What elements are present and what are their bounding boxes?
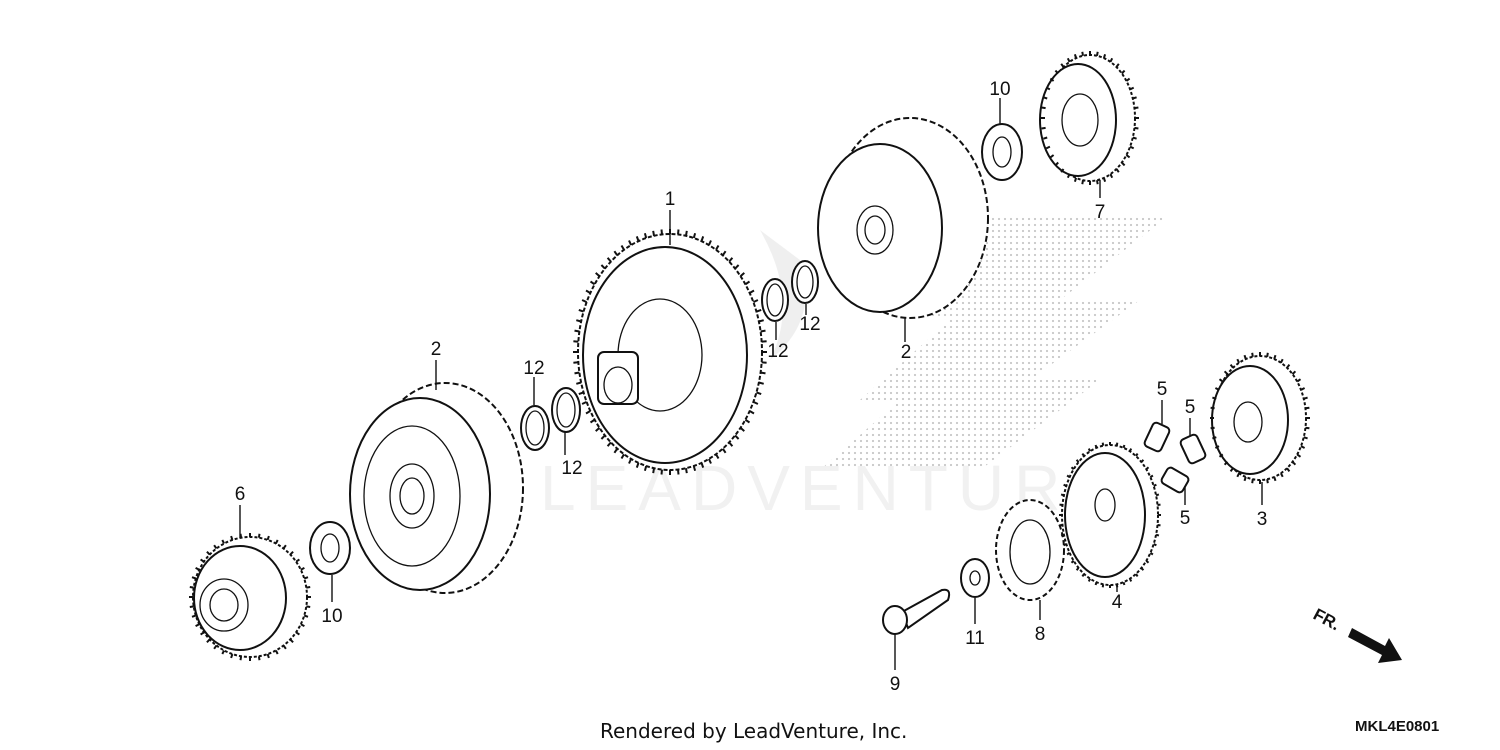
callout-8[interactable]: 8 <box>1035 624 1046 645</box>
leader-lines <box>239 98 1263 670</box>
watermark: LEADVENTURE <box>540 215 1170 524</box>
callout-6[interactable]: 6 <box>235 484 246 505</box>
part-2-clutch-drum-left[interactable] <box>349 382 524 594</box>
part-10-washer-right[interactable] <box>981 123 1023 181</box>
part-4-gear-plate[interactable] <box>1061 444 1159 586</box>
credit-text: Rendered by LeadVenture, Inc. <box>600 719 907 743</box>
callout-5-c[interactable]: 5 <box>1180 508 1191 529</box>
part-10-washer-left[interactable] <box>309 521 351 575</box>
front-arrow-icon <box>1348 628 1402 663</box>
callout-3[interactable]: 3 <box>1257 509 1268 530</box>
part-12-ring-3[interactable] <box>761 278 789 322</box>
front-direction-marker: FR. <box>1310 605 1402 663</box>
callout-1[interactable]: 1 <box>665 189 676 210</box>
callout-labels: 1 2 2 3 4 5 5 5 6 7 8 9 10 10 11 12 12 1… <box>235 79 1268 695</box>
part-7-gear[interactable] <box>1039 54 1136 182</box>
callout-12-c[interactable]: 12 <box>767 341 788 362</box>
part-12-ring-2[interactable] <box>551 387 581 433</box>
callout-7[interactable]: 7 <box>1095 202 1106 223</box>
part-9-bolt[interactable] <box>882 588 951 635</box>
callout-10-left[interactable]: 10 <box>321 606 342 627</box>
callout-5-b[interactable]: 5 <box>1185 397 1196 418</box>
part-5-spring-2[interactable] <box>1179 433 1207 465</box>
diagram-code: MKL4E0801 <box>1355 718 1439 735</box>
part-5-spring-1[interactable] <box>1143 421 1171 453</box>
front-label: FR. <box>1310 605 1343 635</box>
gear-teeth <box>1041 51 1139 185</box>
callout-4[interactable]: 4 <box>1112 592 1123 613</box>
gear-teeth <box>189 533 311 661</box>
callout-9[interactable]: 9 <box>890 674 901 695</box>
callout-12-a[interactable]: 12 <box>523 358 544 379</box>
callout-11[interactable]: 11 <box>965 628 985 649</box>
callout-5-a[interactable]: 5 <box>1157 379 1168 400</box>
callout-12-b[interactable]: 12 <box>561 458 582 479</box>
part-11-washer[interactable] <box>960 558 990 598</box>
gear-teeth <box>1059 442 1161 588</box>
callout-10-right[interactable]: 10 <box>989 79 1010 100</box>
callout-2-left[interactable]: 2 <box>431 339 442 360</box>
callout-2-right[interactable]: 2 <box>901 342 912 363</box>
part-3-gear[interactable] <box>1211 355 1307 481</box>
part-6-gear[interactable] <box>192 536 308 658</box>
part-1-primary-gear[interactable] <box>577 233 763 471</box>
part-12-ring-4[interactable] <box>791 260 819 304</box>
part-12-ring-1[interactable] <box>520 405 550 451</box>
part-2-clutch-outer-right[interactable] <box>817 117 989 319</box>
gear-teeth <box>1210 352 1310 484</box>
part-8-collar[interactable] <box>995 499 1065 601</box>
callout-12-d[interactable]: 12 <box>799 314 820 335</box>
gear-teeth <box>573 229 767 475</box>
